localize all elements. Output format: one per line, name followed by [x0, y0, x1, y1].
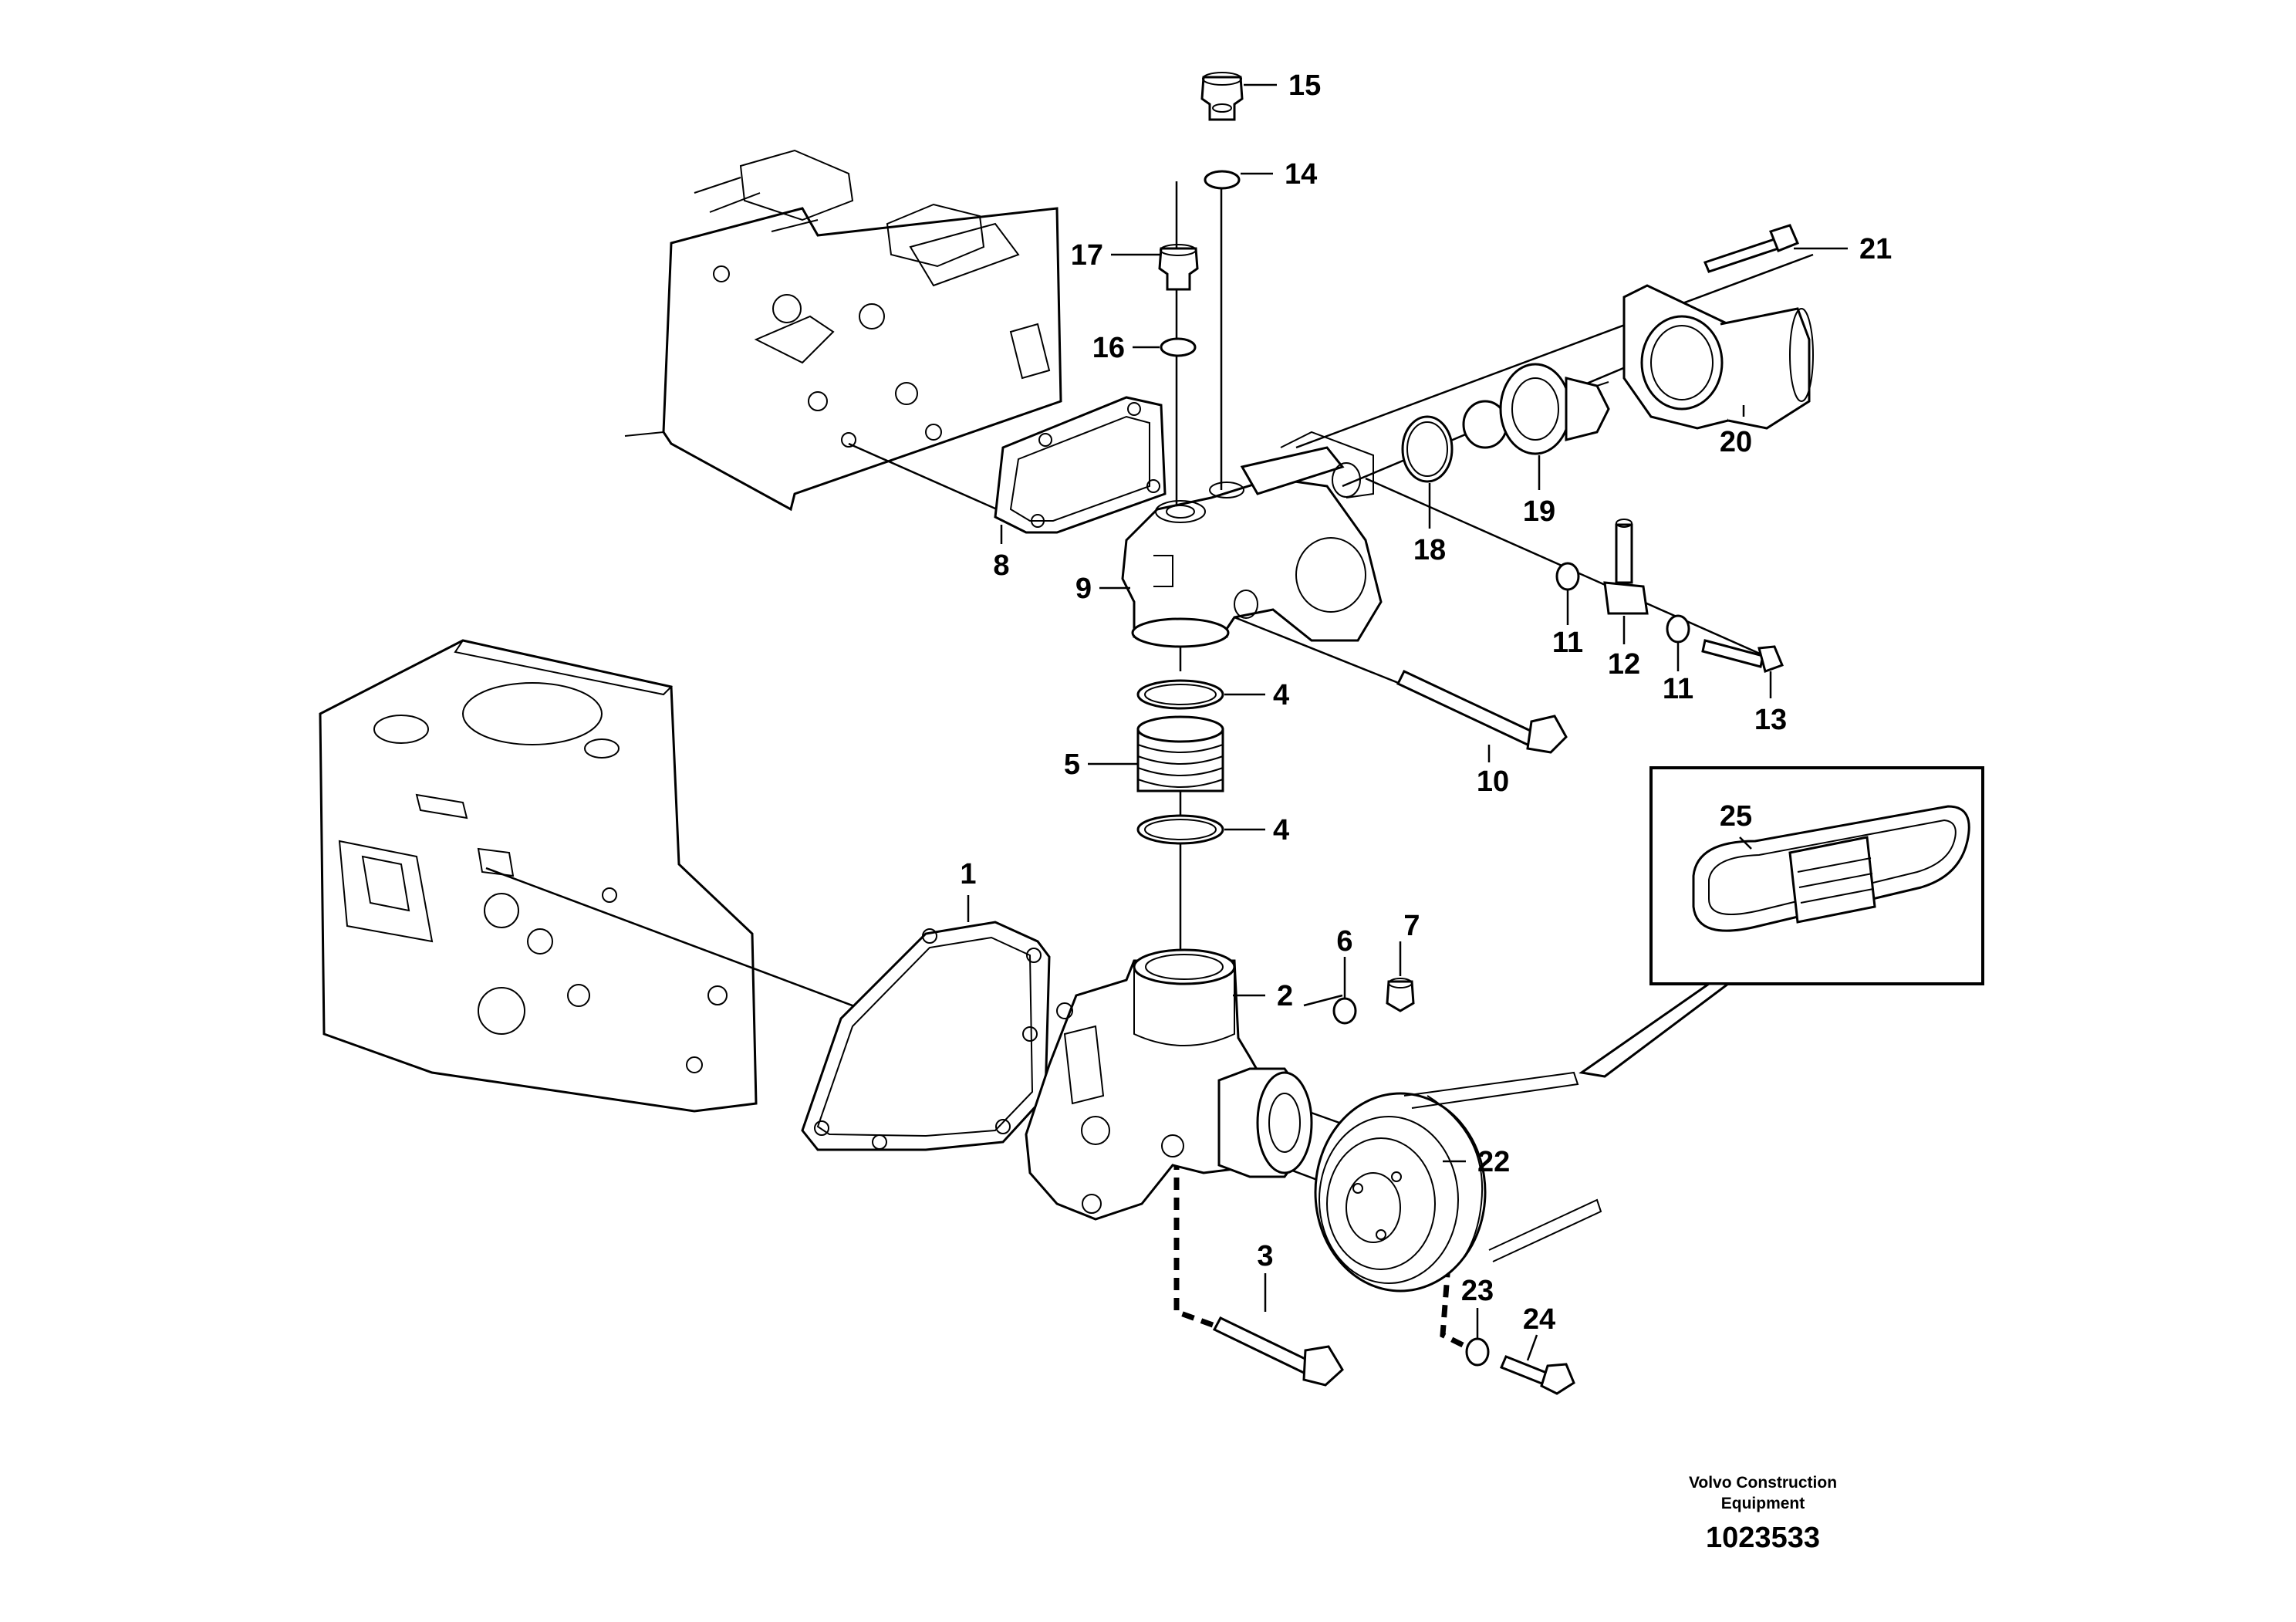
part-10-bolt-drawing [1396, 670, 1568, 754]
part-24-bolt-drawing [1500, 1355, 1575, 1395]
part-21-bolt-drawing [1703, 224, 1799, 273]
part-11-washer-right-drawing [1666, 614, 1690, 644]
label-part-4-upper: 4 [1273, 679, 1289, 711]
label-part-16: 16 [1092, 332, 1125, 364]
part-18-oring-drawing [1401, 415, 1454, 483]
label-part-7: 7 [1403, 910, 1420, 942]
part-7-plug-drawing [1386, 978, 1415, 1012]
part-4-oring-lower-drawing [1136, 814, 1224, 845]
label-part-1: 1 [960, 858, 976, 890]
part-16-washer-drawing [1160, 337, 1197, 357]
caption-line-1: Volvo Construction [1689, 1474, 1837, 1492]
part-1-gasket-drawing [801, 921, 1051, 1151]
label-part-22: 22 [1477, 1146, 1510, 1178]
part-14-washer-drawing [1204, 170, 1241, 190]
drive-belt-drawing [1403, 1071, 1602, 1262]
part-25-inset-box [1578, 766, 1984, 1078]
caption-line-2: Equipment [1721, 1495, 1805, 1512]
part-4-oring-upper-drawing [1136, 679, 1224, 710]
document-number: 1023533 [1706, 1522, 1820, 1554]
part-15-drawing [1200, 72, 1244, 121]
label-part-19: 19 [1523, 495, 1555, 528]
label-part-20: 20 [1720, 426, 1752, 458]
part-11-washer-left-drawing [1555, 562, 1580, 591]
label-part-6: 6 [1336, 925, 1352, 958]
part-12-fitting-drawing [1603, 519, 1649, 615]
label-part-3: 3 [1257, 1240, 1273, 1272]
label-part-18: 18 [1413, 534, 1446, 566]
label-part-2: 2 [1277, 980, 1293, 1012]
part-6-washer-drawing [1332, 997, 1357, 1025]
part-3-bolt-drawing [1212, 1316, 1344, 1387]
label-part-23: 23 [1461, 1275, 1494, 1307]
label-part-4-lower: 4 [1273, 814, 1289, 846]
label-part-10: 10 [1477, 765, 1509, 798]
engine-block-drawing [319, 639, 758, 1113]
label-part-17: 17 [1071, 239, 1103, 272]
label-part-21: 21 [1859, 233, 1892, 265]
part-23-washer-drawing [1465, 1337, 1490, 1367]
label-part-25: 25 [1720, 800, 1752, 833]
label-part-15: 15 [1288, 69, 1321, 102]
label-part-11-right: 11 [1663, 673, 1693, 705]
label-part-12: 12 [1608, 648, 1640, 681]
part-9-housing-drawing [1121, 431, 1383, 648]
callout-leaders [967, 83, 1848, 1361]
label-part-14: 14 [1285, 158, 1317, 191]
part-22-pulley-drawing [1314, 1092, 1487, 1293]
label-part-24: 24 [1523, 1303, 1555, 1336]
part-number-labels: 1 2 3 4 4 5 6 7 8 9 10 11 11 12 13 14 15… [960, 69, 1892, 1336]
part-13-bolt-drawing [1701, 639, 1784, 673]
part-8-gasket-drawing [994, 396, 1167, 534]
caption-block: Volvo Construction Equipment 1023533 [1689, 1474, 1837, 1554]
part-5-sleeve-drawing [1136, 715, 1224, 792]
label-part-8: 8 [993, 549, 1009, 582]
label-part-13: 13 [1754, 704, 1787, 736]
part-2-water-pump-drawing [1025, 948, 1313, 1221]
cylinder-head-drawing [624, 149, 1062, 512]
label-part-11-left: 11 [1552, 627, 1583, 659]
part-19-thermostat-drawing [1462, 363, 1610, 455]
label-part-9: 9 [1075, 573, 1092, 605]
label-part-5: 5 [1064, 748, 1080, 781]
part-17-drawing [1158, 244, 1199, 291]
part-20-elbow-drawing [1622, 284, 1814, 430]
